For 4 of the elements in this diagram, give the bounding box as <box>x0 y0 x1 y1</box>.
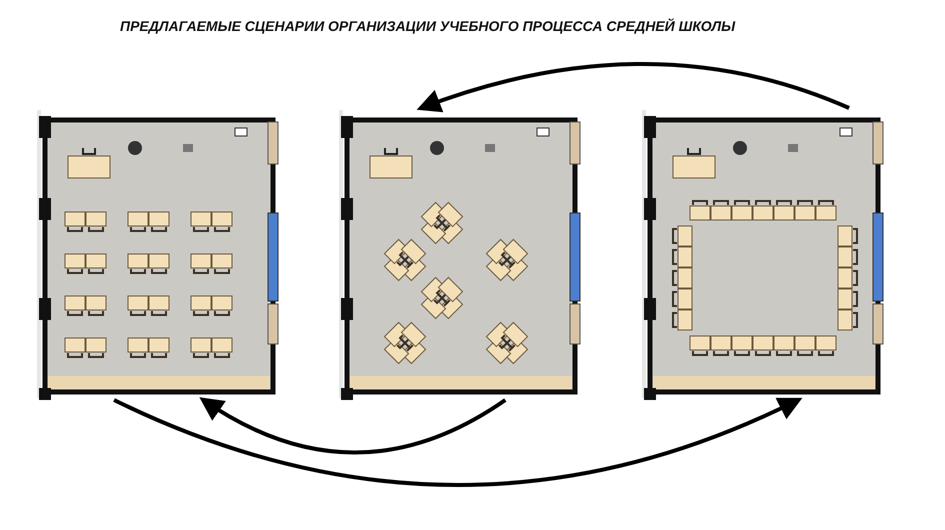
title: ПРЕДЛАГАЕМЫЕ СЦЕНАРИИ ОРГАНИЗАЦИИ УЧЕБНОГО ПРОЦЕССА СРЕДНЕЙ ШКОЛЫ <box>120 18 736 34</box>
curved-arrow <box>113 397 802 487</box>
curved-arrow <box>416 62 850 113</box>
curved-arrow <box>199 397 506 454</box>
